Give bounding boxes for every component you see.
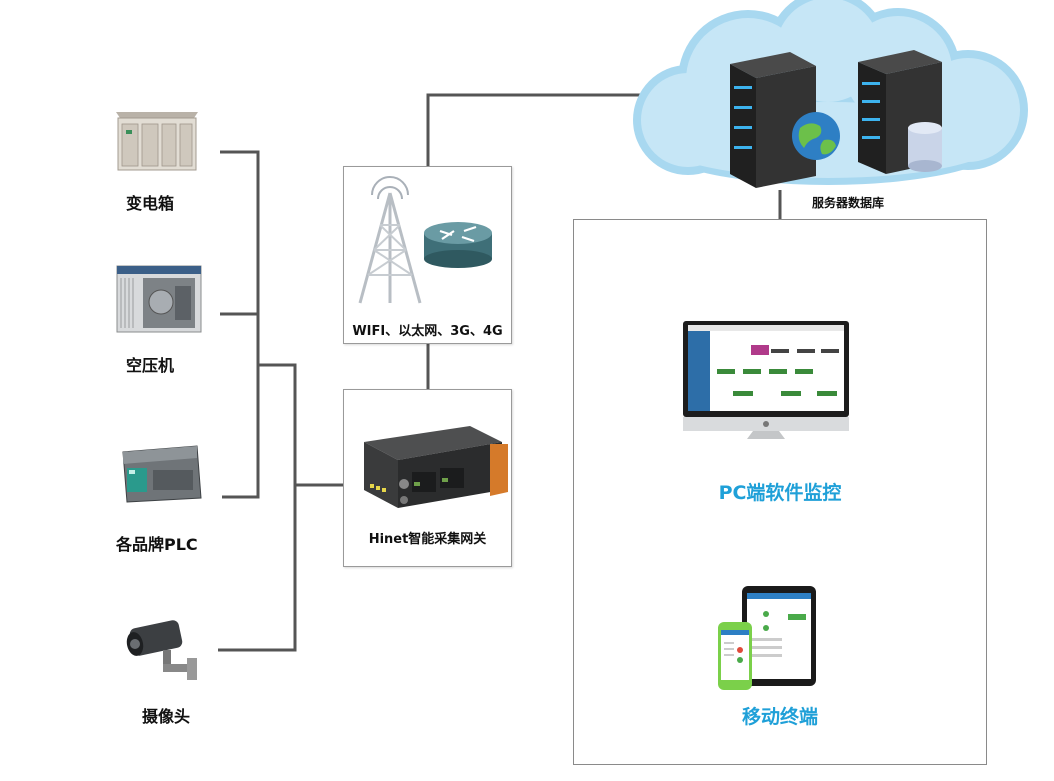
transformer-label: 变电箱 — [126, 194, 175, 213]
cloud-label: 服务器数据库 — [812, 196, 885, 210]
mobile-client-label: 移动终端 — [741, 706, 818, 728]
plc-label: 各品牌PLC — [116, 535, 198, 554]
database-icon — [908, 122, 942, 172]
pc-client-label: PC端软件监控 — [718, 482, 842, 504]
phone-icon — [718, 622, 752, 690]
camera-label: 摄像头 — [142, 707, 191, 726]
network-box: WIFI、以太网、3G、4G — [343, 166, 512, 344]
tower-icon — [358, 176, 422, 304]
server-icon — [730, 52, 816, 188]
globe-icon — [792, 112, 840, 160]
router-icon — [424, 222, 492, 268]
plc-image — [117, 442, 203, 504]
gateway-device-icon — [364, 426, 508, 508]
network-label: WIFI、以太网、3G、4G — [352, 324, 503, 339]
gateway-label: Hinet智能采集网关 — [368, 532, 487, 547]
monitor-icon — [683, 321, 849, 439]
compressor-image — [115, 264, 203, 334]
gateway-box: Hinet智能采集网关 — [343, 389, 512, 567]
client-panel: PC端软件监控 移动终端 — [573, 219, 987, 765]
camera-image — [123, 620, 201, 682]
tablet-icon — [742, 586, 816, 686]
cloud-icon — [633, 0, 1028, 185]
compressor-label: 空压机 — [126, 356, 175, 375]
transformer-image — [112, 110, 202, 172]
